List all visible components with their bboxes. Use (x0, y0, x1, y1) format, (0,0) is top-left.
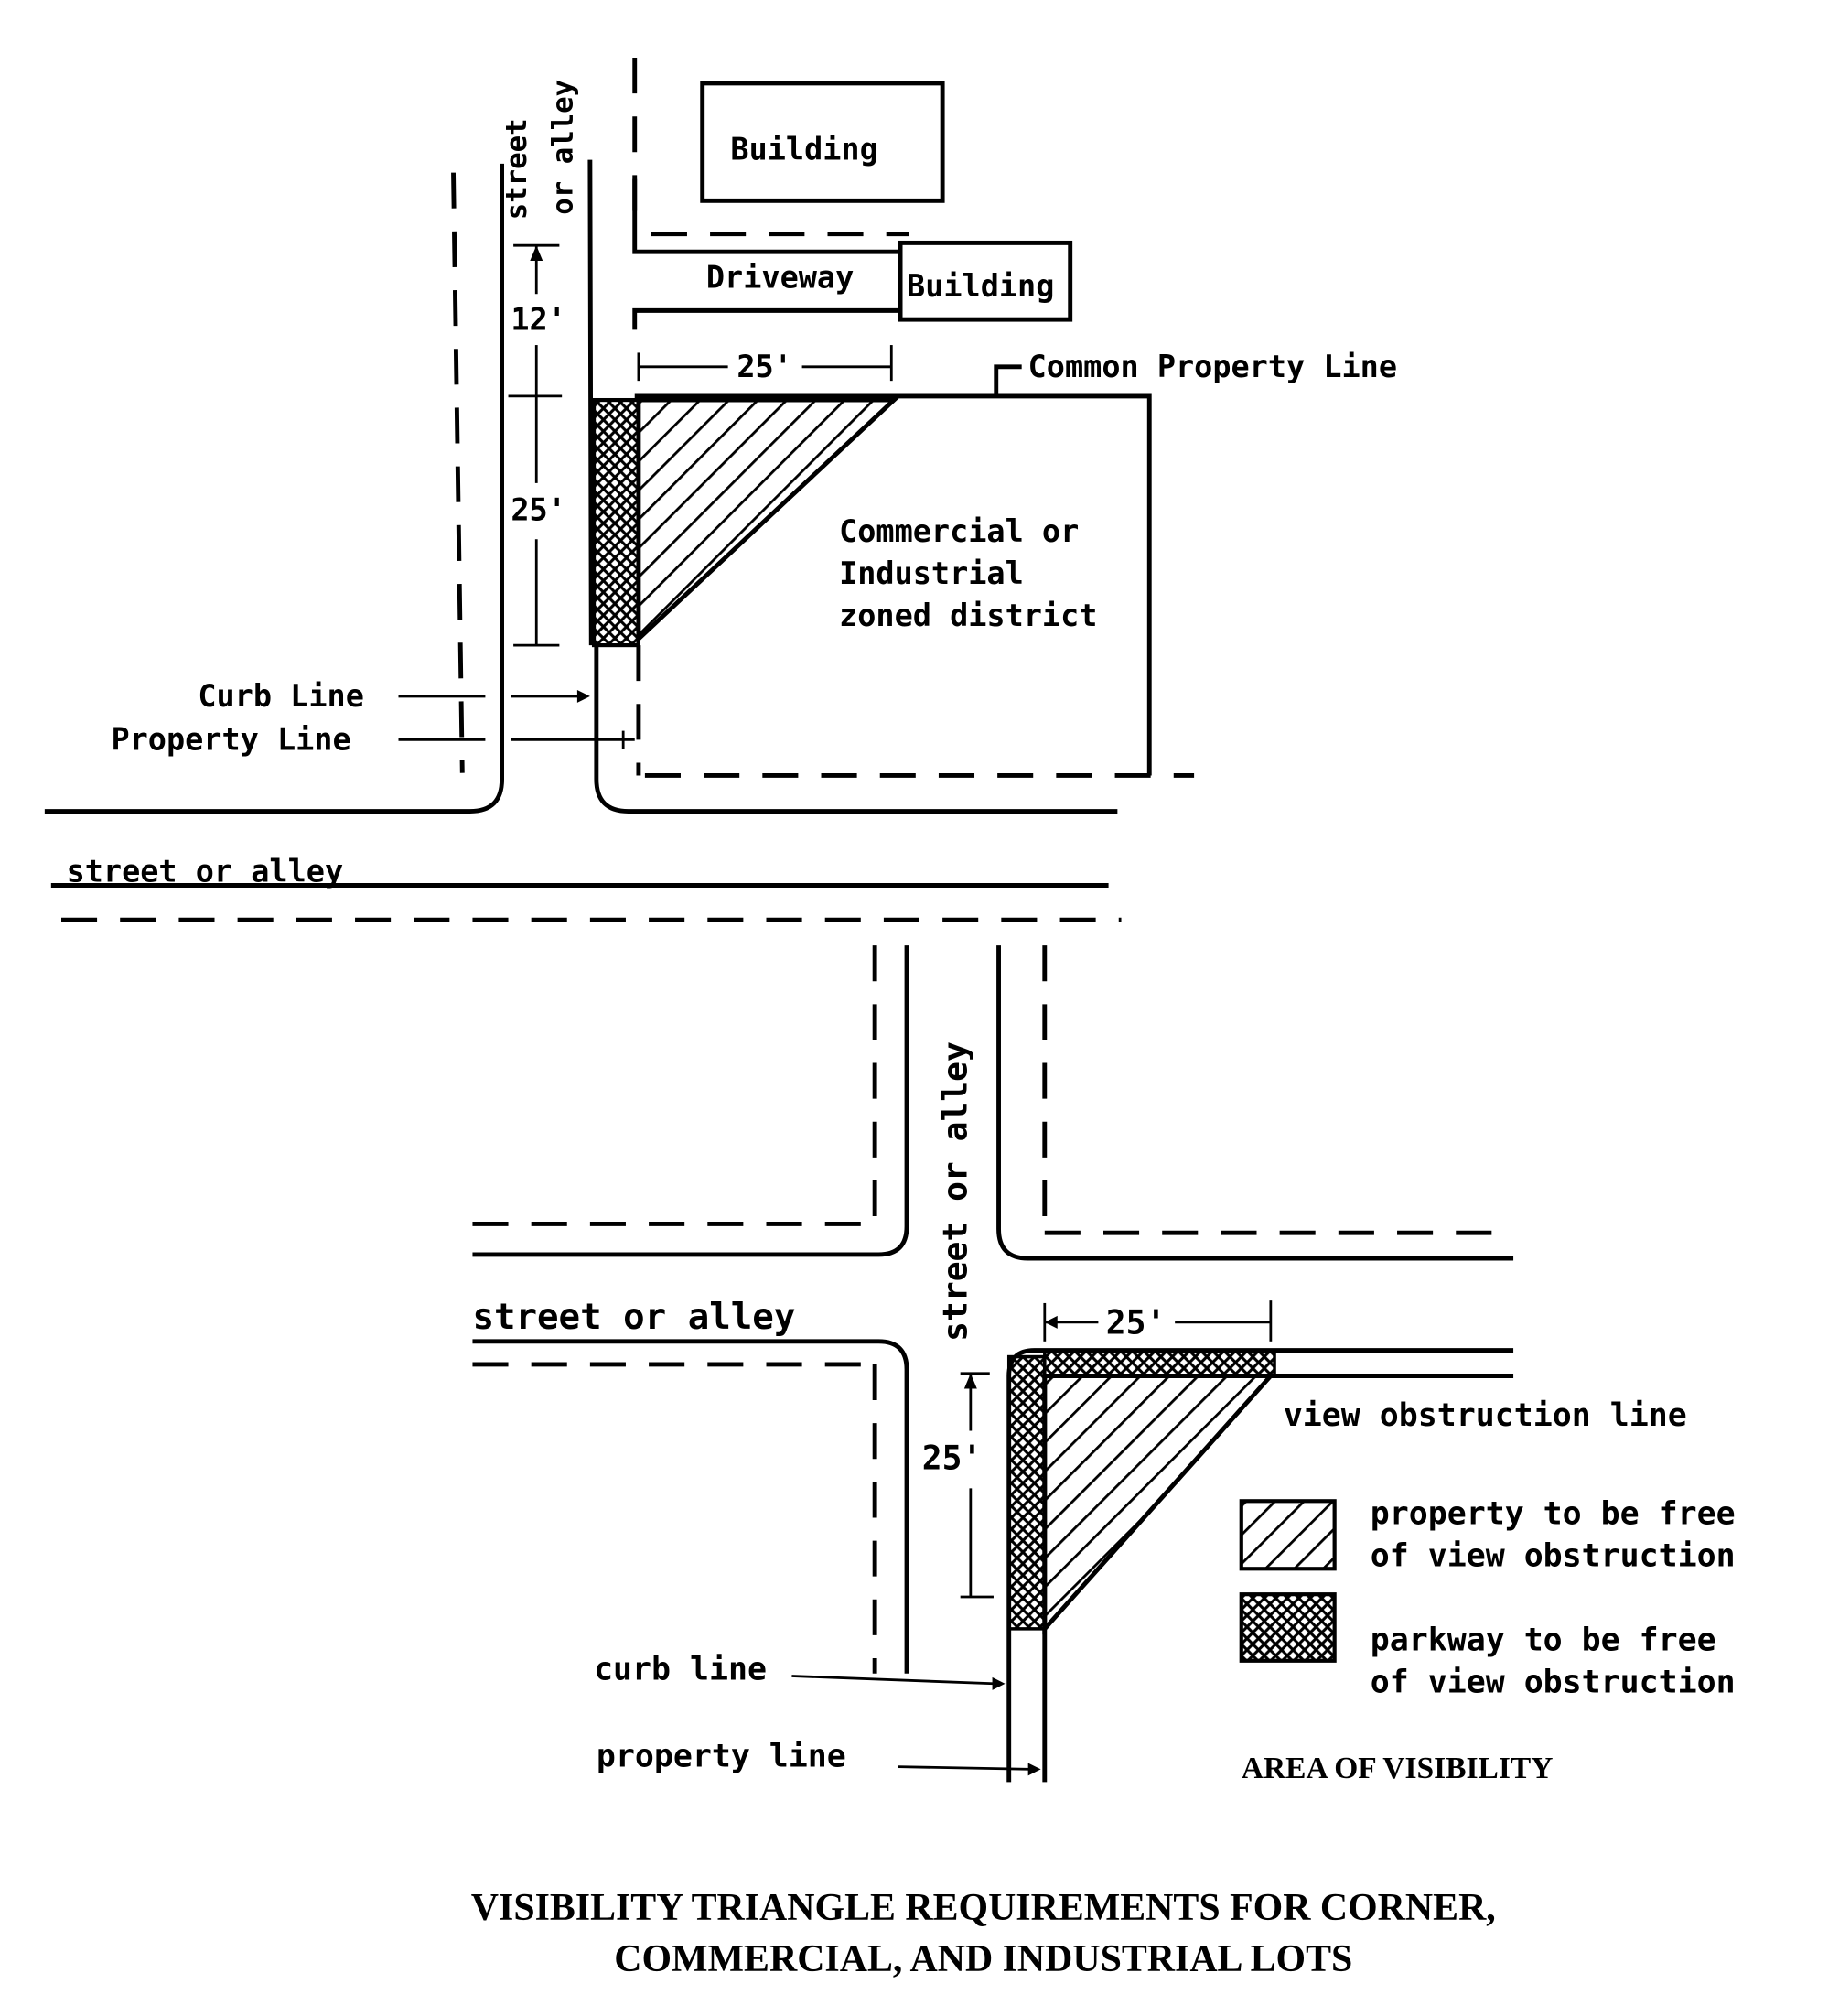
building-1 (700, 81, 945, 203)
dimension-25-vertical (513, 395, 560, 647)
district-label-line-2: Industrial (839, 555, 1024, 591)
property-line-arrow (398, 730, 635, 749)
dimension-12-label: 12' (511, 301, 566, 337)
view-obstruction-line-label: view obstruction line (1284, 1397, 1687, 1434)
visibility-triangle-area (1042, 1374, 1276, 1635)
vertical-street-label-1: street (501, 118, 533, 220)
dimension-25-horizontal (637, 345, 893, 382)
dimension-25-vertical-label: 25' (922, 1438, 983, 1477)
parkway-crosshatch-area (591, 397, 641, 648)
dimension-25-horizontal (1043, 1300, 1273, 1342)
driveway-top-edge (632, 178, 901, 254)
building-2 (898, 240, 1073, 322)
title-line-2: COMMERCIAL, AND INDUSTRIAL LOTS (614, 1938, 1352, 1980)
vertical-street-label-2: or alley (547, 80, 579, 215)
dimension-25-vertical-label: 25' (511, 491, 566, 527)
legend-swatch-diagonal-hatch (1239, 1499, 1337, 1571)
title-line-1: VISIBILITY TRIANGLE REQUIREMENTS FOR COR… (471, 1887, 1496, 1929)
horizontal-street-label: street or alley (67, 853, 344, 889)
legend-label-parkway-line-1: parkway to be free (1371, 1623, 1716, 1659)
district-label-line-3: zoned district (839, 598, 1097, 633)
lot-boundary (634, 393, 1152, 776)
horizontal-street-label: street or alley (472, 1297, 795, 1338)
top-intersection: 25' Common Property Line 12' 25' Buildin… (44, 57, 1397, 922)
common-property-leader (994, 364, 1022, 396)
left-property-line (451, 172, 465, 773)
building-2-label: Building (907, 268, 1054, 304)
curb-line-label: curb line (594, 1652, 767, 1688)
legend: property to be free of view obstruction … (1239, 1495, 1736, 1785)
vertical-street-label: street or alley (936, 1041, 975, 1342)
dimension-25-label: 25' (737, 349, 792, 384)
building-1-label: Building (730, 132, 877, 167)
property-line-label: property line (597, 1739, 846, 1775)
legend-label-parkway-line-2: of view obstruction (1371, 1665, 1736, 1701)
nw-curb (472, 945, 909, 1257)
legend-label-property-line-2: of view obstruction (1371, 1537, 1736, 1574)
curb-line-arrow (791, 1675, 1006, 1690)
property-line-arrow (898, 1763, 1041, 1776)
district-label-line-1: Commercial or (839, 513, 1079, 549)
legend-swatch-cross-hatch (1239, 1592, 1337, 1663)
dimension-25-vertical (960, 1372, 994, 1599)
parkway-crosshatch-vertical (1006, 1354, 1047, 1631)
bottom-intersection: 25' 25' street or alley street or alley … (472, 945, 1687, 1783)
right-curb-line (587, 159, 1118, 814)
driveway-bottom-edge (632, 307, 901, 330)
ne-curb (996, 945, 1514, 1261)
driveway-label: Driveway (706, 259, 854, 295)
left-curb-line (44, 163, 505, 814)
dimension-25-horizontal-label: 25' (1106, 1302, 1167, 1342)
curb-line-arrow (398, 689, 590, 703)
property-line-label: Property Line (111, 722, 350, 758)
legend-caption: AREA OF VISIBILITY (1242, 1752, 1554, 1785)
curb-line-label: Curb Line (198, 678, 364, 714)
visibility-triangle-area (636, 397, 900, 644)
parkway-crosshatch-horizontal (1043, 1348, 1276, 1378)
legend-label-property-line-1: property to be free (1371, 1495, 1736, 1532)
common-property-line-label: Common Property Line (1028, 349, 1397, 384)
sw-curb (472, 1339, 909, 1674)
